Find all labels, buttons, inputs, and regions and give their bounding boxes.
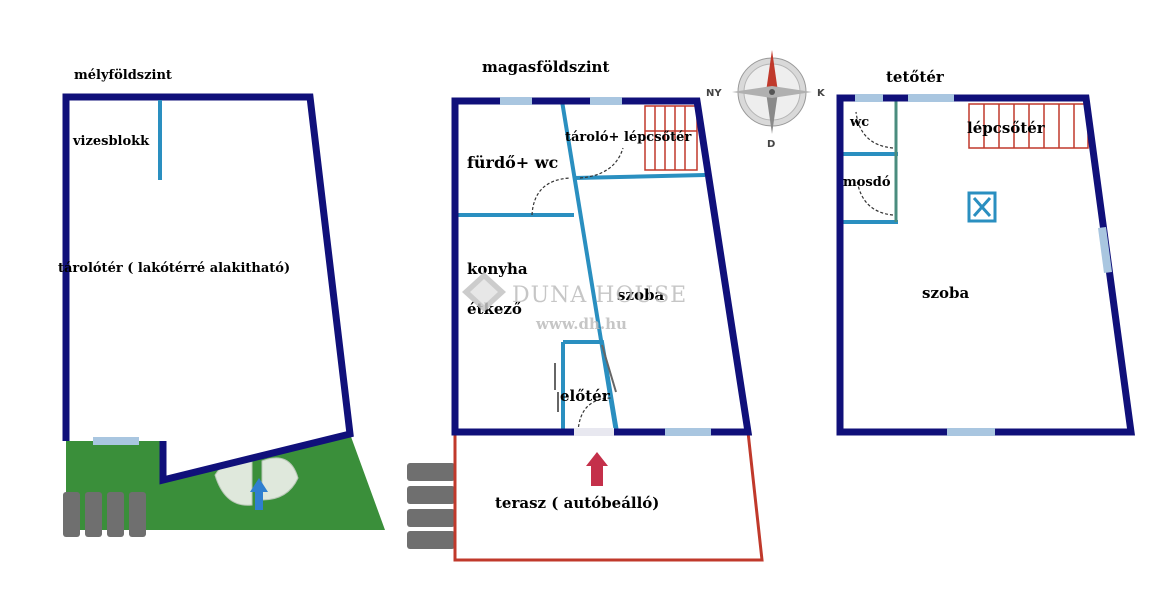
door-swings: [531, 147, 624, 433]
skylight-icon: [967, 191, 997, 223]
compass-label-south: D: [767, 139, 775, 150]
room-label-attic-room: szoba: [922, 284, 969, 302]
window: [93, 437, 139, 445]
room-label-storage: tárolótér ( lakótérré alakitható): [58, 261, 290, 276]
compass-needle-south-icon: [766, 92, 778, 134]
stairs-icon: [644, 105, 698, 171]
room-label-wet-block: vizesblokk: [72, 134, 150, 149]
ground-floor-plan: magasföldszint tároló+ lépcsőtér fürdő+ …: [407, 58, 764, 562]
door-leaves: [214, 457, 299, 506]
room-label-stairs: lépcsőtér: [967, 119, 1046, 137]
window: [855, 94, 883, 102]
compass-label-west: NY: [706, 88, 722, 99]
terrace-outline: [453, 431, 764, 562]
window: [500, 97, 532, 105]
attic-title: tetőtér: [886, 68, 945, 86]
attic-walls: [836, 94, 1136, 436]
room-label-kitchen: konyha: [467, 260, 528, 278]
door-swings: [855, 111, 894, 216]
watermark-url: www.dh.hu: [535, 315, 627, 333]
interior-walls: [840, 100, 898, 224]
interior-walls: [455, 100, 706, 433]
room-label-washbasin: mosdó: [843, 175, 891, 190]
room-label-bathroom: fürdő+ wc: [467, 153, 559, 172]
door-opening: [574, 428, 614, 436]
room-label-terrace: terasz ( autóbeálló): [495, 494, 659, 512]
basement-plan: mélyföldszint vizesblokk tárolótér ( lak…: [58, 68, 385, 537]
door-leaves: [554, 344, 617, 412]
ground-floor-title: magasföldszint: [482, 58, 609, 76]
room-label-hall: előtér: [560, 387, 611, 405]
window: [1098, 227, 1112, 273]
window: [590, 97, 622, 105]
compass: NY K D: [706, 50, 826, 150]
compass-needle-north-icon: [766, 50, 778, 92]
ground-floor-walls: [451, 97, 753, 436]
entry-arrow-icon: [250, 478, 268, 510]
window: [947, 428, 995, 436]
compass-label-east: K: [817, 88, 826, 99]
terrace-steps: [407, 463, 455, 549]
watermark: DUNA HOUSE www.dh.hu: [462, 272, 687, 333]
basement-walls: [62, 93, 354, 485]
room-label-room: szoba: [617, 286, 664, 304]
room-label-storage-stairs: tároló+ lépcsőtér: [565, 130, 691, 145]
room-label-wc: wc: [849, 115, 869, 130]
attic-plan: tetőtér wc mosdó lépcsőtér szoba: [836, 68, 1136, 436]
entry-arrow-icon: [586, 452, 608, 486]
basement-title: mélyföldszint: [74, 68, 172, 83]
paving-stones: [63, 492, 146, 537]
window: [908, 94, 954, 102]
watermark-brand: DUNA HOUSE: [512, 283, 687, 308]
duna-house-logo-icon: [462, 272, 506, 312]
window: [665, 428, 711, 436]
